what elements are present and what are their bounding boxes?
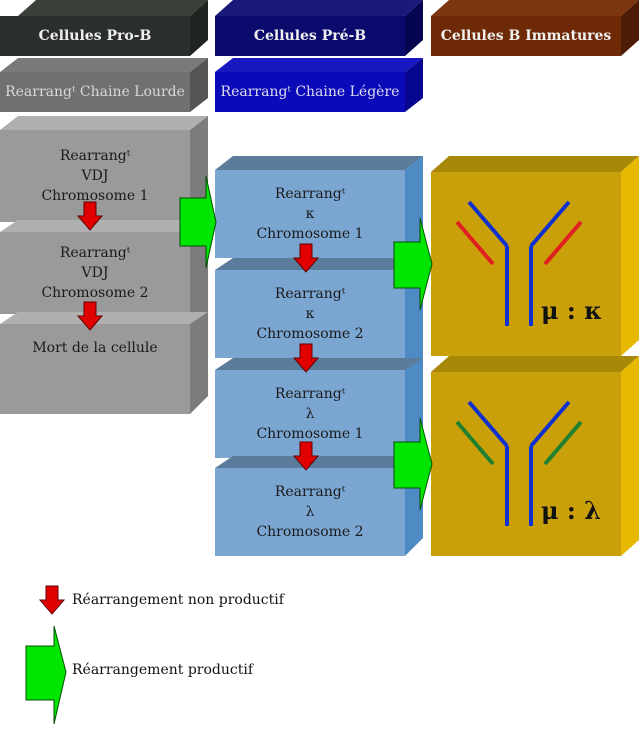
immature-box-kappa: μ : κ [431, 156, 639, 356]
legend-green-arrow-icon [25, 625, 67, 725]
pre-b-box-2: Rearrangᵗ κ Chromosome 2 [215, 270, 405, 358]
green-arrow-icon [179, 175, 217, 269]
pre-b-box-1-line1: Rearrangᵗ [274, 186, 346, 202]
pre-b-box-3-line1: Rearrangᵗ [274, 386, 346, 402]
pre-b-box-4-line1: Rearrangᵗ [274, 484, 346, 500]
pro-b-divider-1 [0, 220, 208, 232]
pro-b-column: Rearrangᵗ VDJ Chromosome 1 Rearrangᵗ VDJ… [0, 116, 208, 414]
pro-b-box-3: Mort de la cellule [0, 324, 190, 414]
pre-b-box-1-line2: κ [305, 206, 315, 222]
subheader-light-chain: Rearrangᵗ Chaine Légère [215, 58, 423, 118]
red-arrow-icon [76, 301, 104, 331]
header-pro-b-label: Cellules Pro-B [38, 28, 152, 44]
pre-b-box-4-line2: λ [305, 504, 315, 520]
immature-box-lambda: μ : λ [431, 356, 639, 556]
pre-b-box-4-line3: Chromosome 2 [256, 524, 364, 540]
header-pro-b: Cellules Pro-B [0, 0, 208, 60]
pro-b-divider-2 [0, 312, 208, 324]
pre-b-box-2-line3: Chromosome 2 [256, 326, 364, 342]
green-arrow-icon [393, 217, 433, 311]
pre-b-box-2-line1: Rearrangᵗ [274, 286, 346, 302]
pre-b-box-3-line2: λ [305, 406, 315, 422]
pro-b-box-3-line1: Mort de la cellule [32, 340, 158, 356]
header-immature: Cellules B Immatures [431, 0, 639, 60]
red-arrow-icon [76, 201, 104, 231]
pre-b-box-3-line3: Chromosome 1 [256, 426, 364, 442]
pre-b-divider-1 [215, 258, 423, 270]
pro-b-box-2-line1: Rearrangᵗ [59, 245, 131, 261]
header-pre-b-label: Cellules Pré-B [253, 28, 367, 44]
red-arrow-icon [292, 343, 320, 373]
pro-b-box-1-line1: Rearrangᵗ [59, 148, 131, 164]
header-pre-b: Cellules Pré-B [215, 0, 423, 60]
subheader-heavy-label: Rearrangᵗ Chaine Lourde [5, 84, 185, 100]
pro-b-box-2-line3: Chromosome 2 [41, 285, 149, 301]
antibody-kappa-label: μ : κ [541, 296, 603, 325]
antibody-lambda-label: μ : λ [541, 496, 601, 525]
pro-b-box-1-line2: VDJ [81, 168, 109, 184]
pre-b-box-1: Rearrangᵗ κ Chromosome 1 [215, 170, 405, 258]
subheader-heavy-chain: Rearrangᵗ Chaine Lourde [0, 58, 208, 118]
red-arrow-icon [292, 243, 320, 273]
pre-b-divider-2 [215, 358, 423, 370]
antibody-kappa-icon [455, 200, 583, 326]
pre-b-divider-3 [215, 456, 423, 468]
pre-b-box-4: Rearrangᵗ λ Chromosome 2 [215, 468, 405, 556]
legend-productive-label: Réarrangement productif [72, 662, 254, 678]
red-arrow-icon [292, 441, 320, 471]
pro-b-box-1-line3: Chromosome 1 [41, 188, 149, 204]
green-arrow-icon [393, 417, 433, 511]
antibody-lambda-icon [455, 400, 583, 526]
pre-b-box-1-line3: Chromosome 1 [256, 226, 364, 242]
legend-non-productive-label: Réarrangement non productif [72, 592, 284, 608]
header-immature-label: Cellules B Immatures [440, 28, 612, 44]
legend-red-arrow-icon [38, 585, 66, 615]
subheader-light-label: Rearrangᵗ Chaine Légère [220, 84, 400, 100]
pro-b-box-2-line2: VDJ [81, 265, 109, 281]
pro-b-box-2: Rearrangᵗ VDJ Chromosome 2 [0, 232, 190, 314]
pre-b-box-2-line2: κ [305, 306, 315, 322]
